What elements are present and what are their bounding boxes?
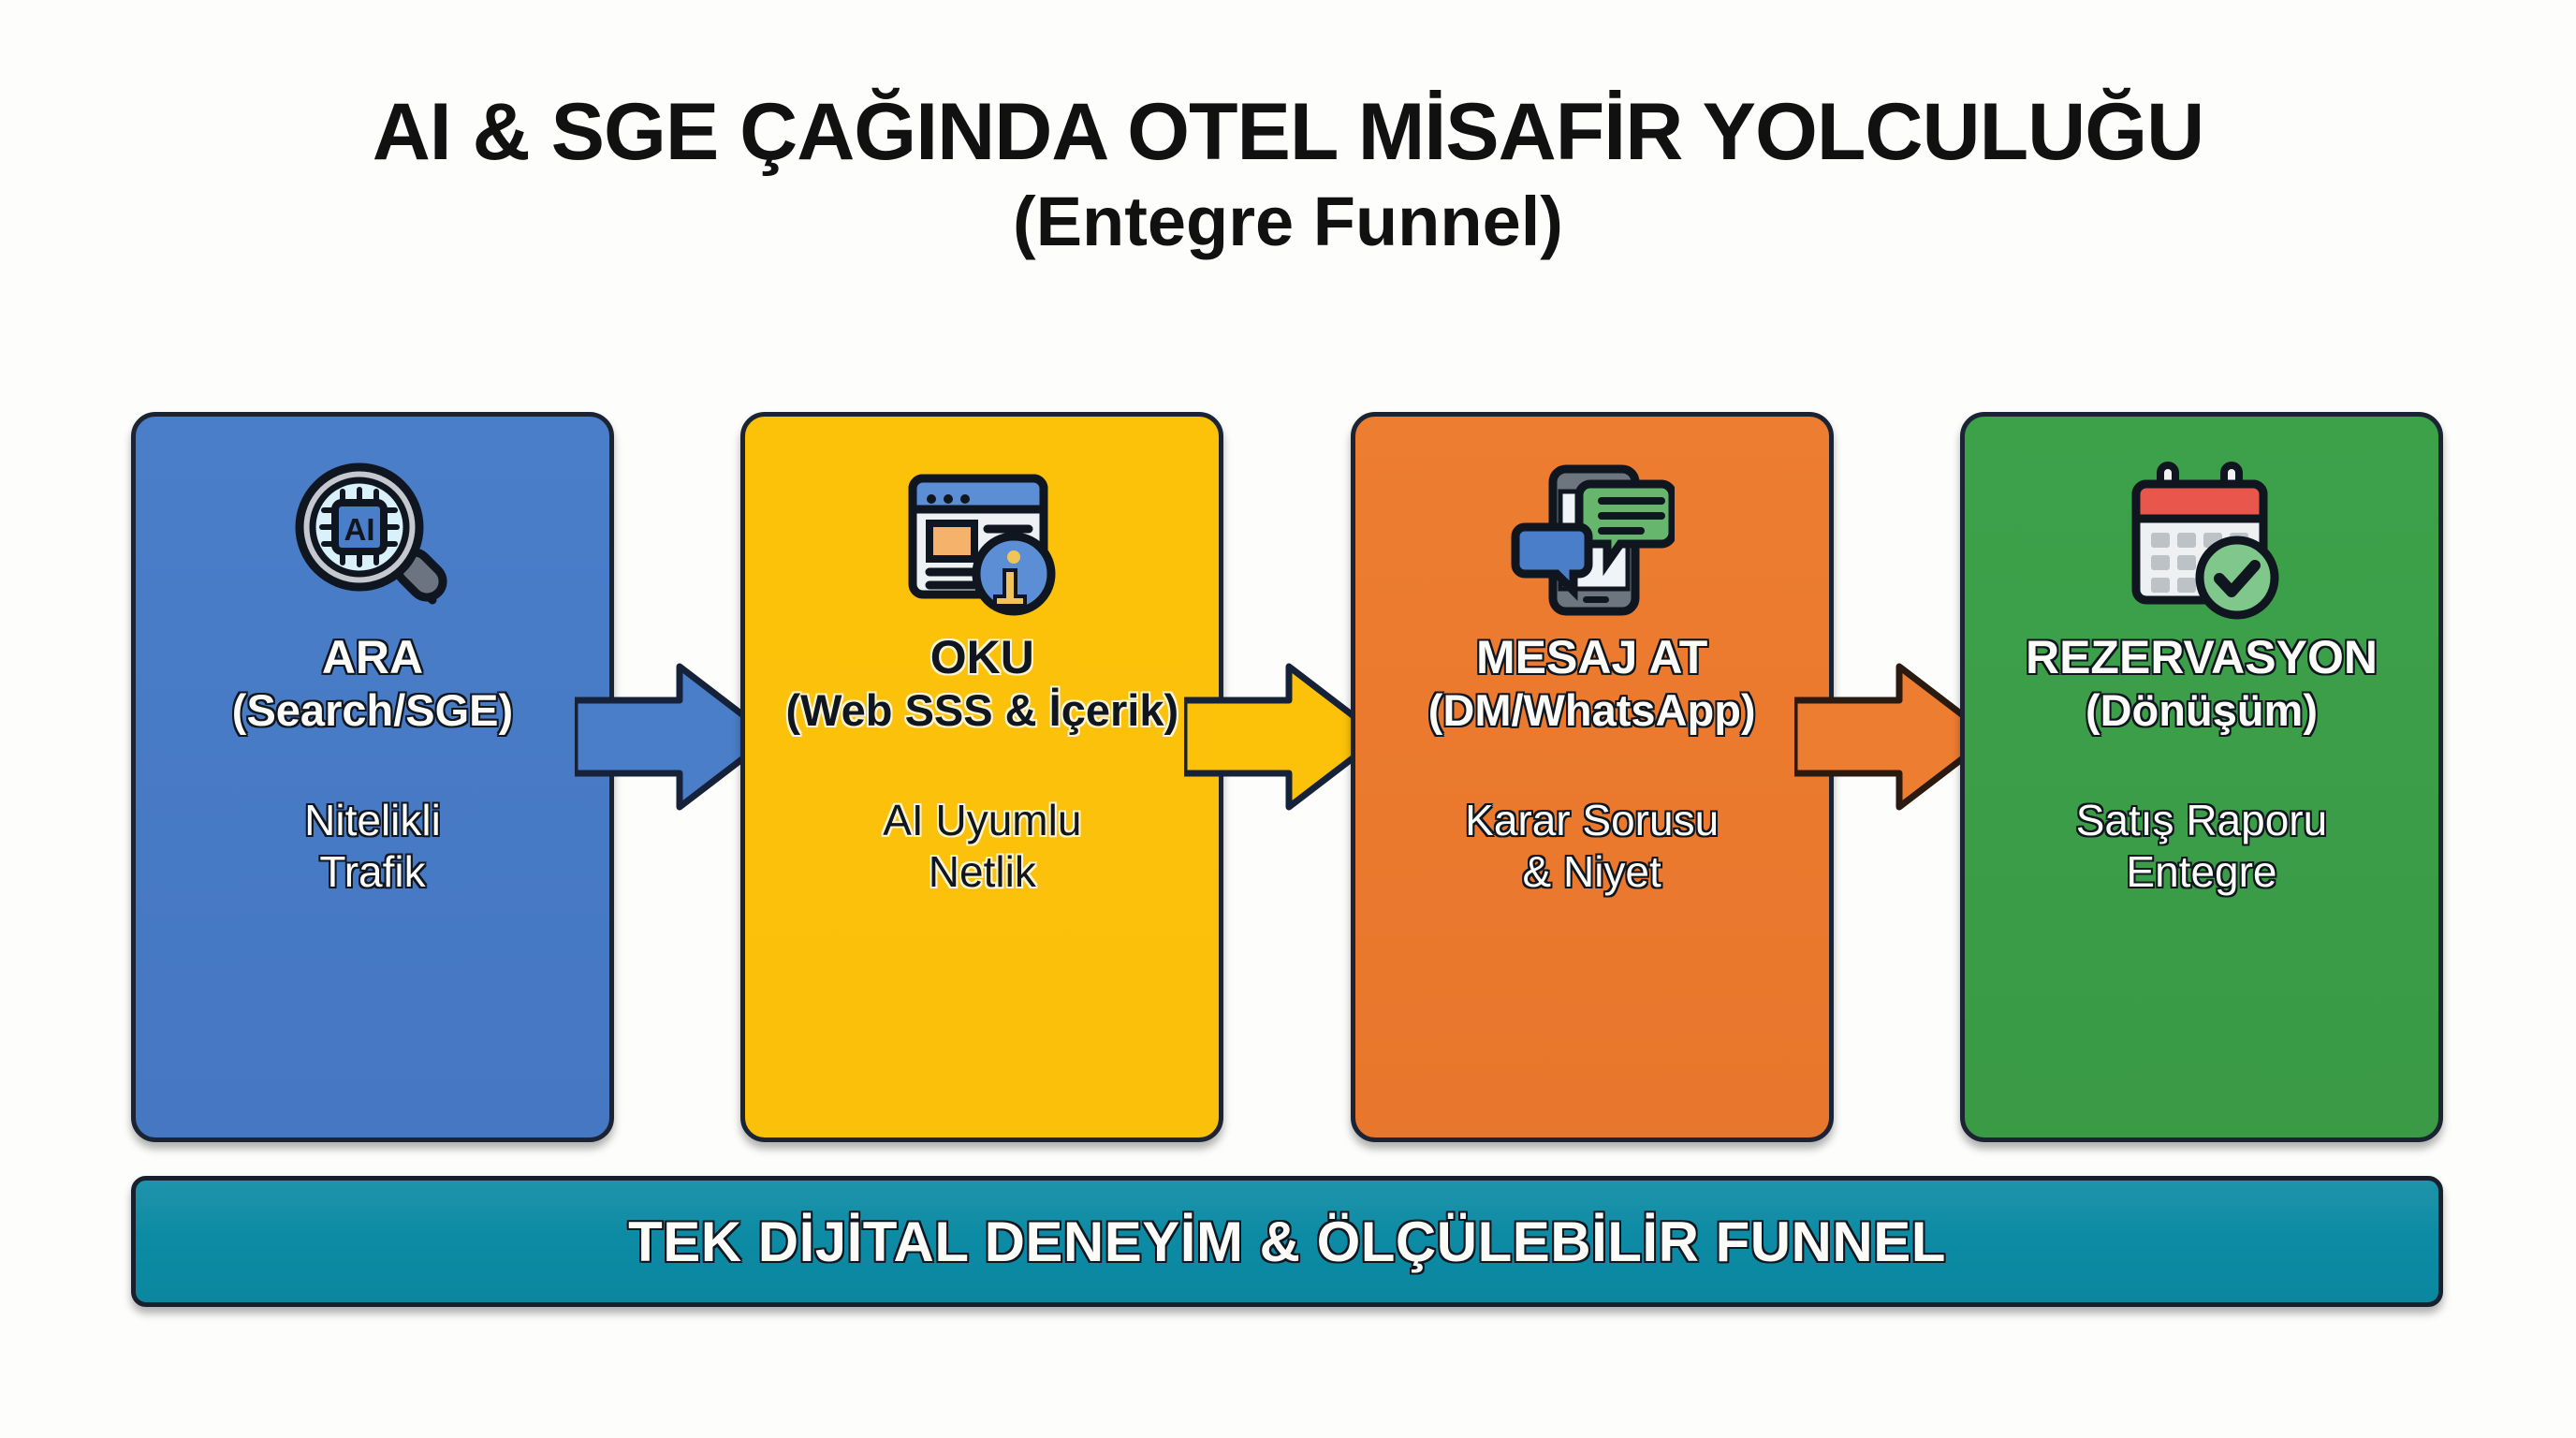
summary-banner-label: TEK DİJİTAL DENEYİM & ÖLÇÜLEBİLİR FUNNEL (628, 1210, 1946, 1273)
card-desc-line-2: Entegre (2126, 846, 2277, 896)
card-description: Nitelikli Trafik (304, 795, 441, 897)
funnel-card-oku[interactable]: OKU (Web SSS & İçerik) AI Uyumlu Netlik (740, 412, 1224, 1142)
funnel-card-ara[interactable]: AI ARA (Search/SGE) Nitelikli Trafik (131, 412, 614, 1142)
card-heading: ARA (321, 631, 424, 683)
card-desc-line-2: Trafik (319, 846, 426, 896)
card-heading: MESAJ AT (1476, 631, 1708, 683)
svg-text:AI: AI (344, 512, 375, 547)
card-heading: REZERVASYON (2025, 631, 2378, 683)
card-subtitle: (Web SSS & İçerik) (785, 685, 1179, 735)
card-description: AI Uyumlu Netlik (883, 795, 1081, 897)
funnel-card-rezervasyon[interactable]: REZERVASYON (Dönüşüm) Satış Raporu Enteg… (1959, 412, 2443, 1142)
card-desc-line-1: AI Uyumlu (883, 796, 1082, 845)
phone-chat-icon (1510, 456, 1675, 624)
card-heading: OKU (929, 631, 1034, 683)
gap-3 (1793, 412, 1995, 1142)
card-desc-line-2: & Niyet (1522, 846, 1661, 896)
ai-magnifier-icon: AI (290, 456, 455, 624)
page-title: AI & SGE ÇAĞINDA OTEL MİSAFİR YOLCULUĞU … (0, 90, 2576, 261)
title-line-2: (Entegre Funnel) (1013, 183, 1563, 261)
card-subtitle: (Dönüşüm) (2085, 685, 2318, 735)
card-desc-line-1: Nitelikli (304, 796, 441, 845)
card-subtitle: (Search/SGE) (231, 685, 514, 735)
card-description: Karar Sorusu & Niyet (1465, 795, 1719, 897)
funnel-card-mesaj-at[interactable]: MESAJ AT (DM/WhatsApp) Karar Sorusu & Ni… (1350, 412, 1834, 1142)
card-desc-line-2: Netlik (928, 846, 1036, 896)
card-subtitle: (DM/WhatsApp) (1427, 685, 1756, 735)
calendar-check-icon (2119, 456, 2284, 624)
webpage-info-icon (900, 456, 1064, 624)
gap-2 (1184, 412, 1384, 1142)
card-desc-line-1: Satış Raporu (2075, 796, 2328, 845)
summary-banner: TEK DİJİTAL DENEYİM & ÖLÇÜLEBİLİR FUNNEL (131, 1176, 2443, 1307)
card-description: Satış Raporu Entegre (2076, 795, 2327, 897)
gap-1 (575, 412, 775, 1142)
funnel-stage-row: AI ARA (Search/SGE) Nitelikli Trafik (131, 412, 2443, 1142)
title-line-1: AI & SGE ÇAĞINDA OTEL MİSAFİR YOLCULUĞU (372, 87, 2205, 177)
card-desc-line-1: Karar Sorusu (1465, 796, 1720, 845)
